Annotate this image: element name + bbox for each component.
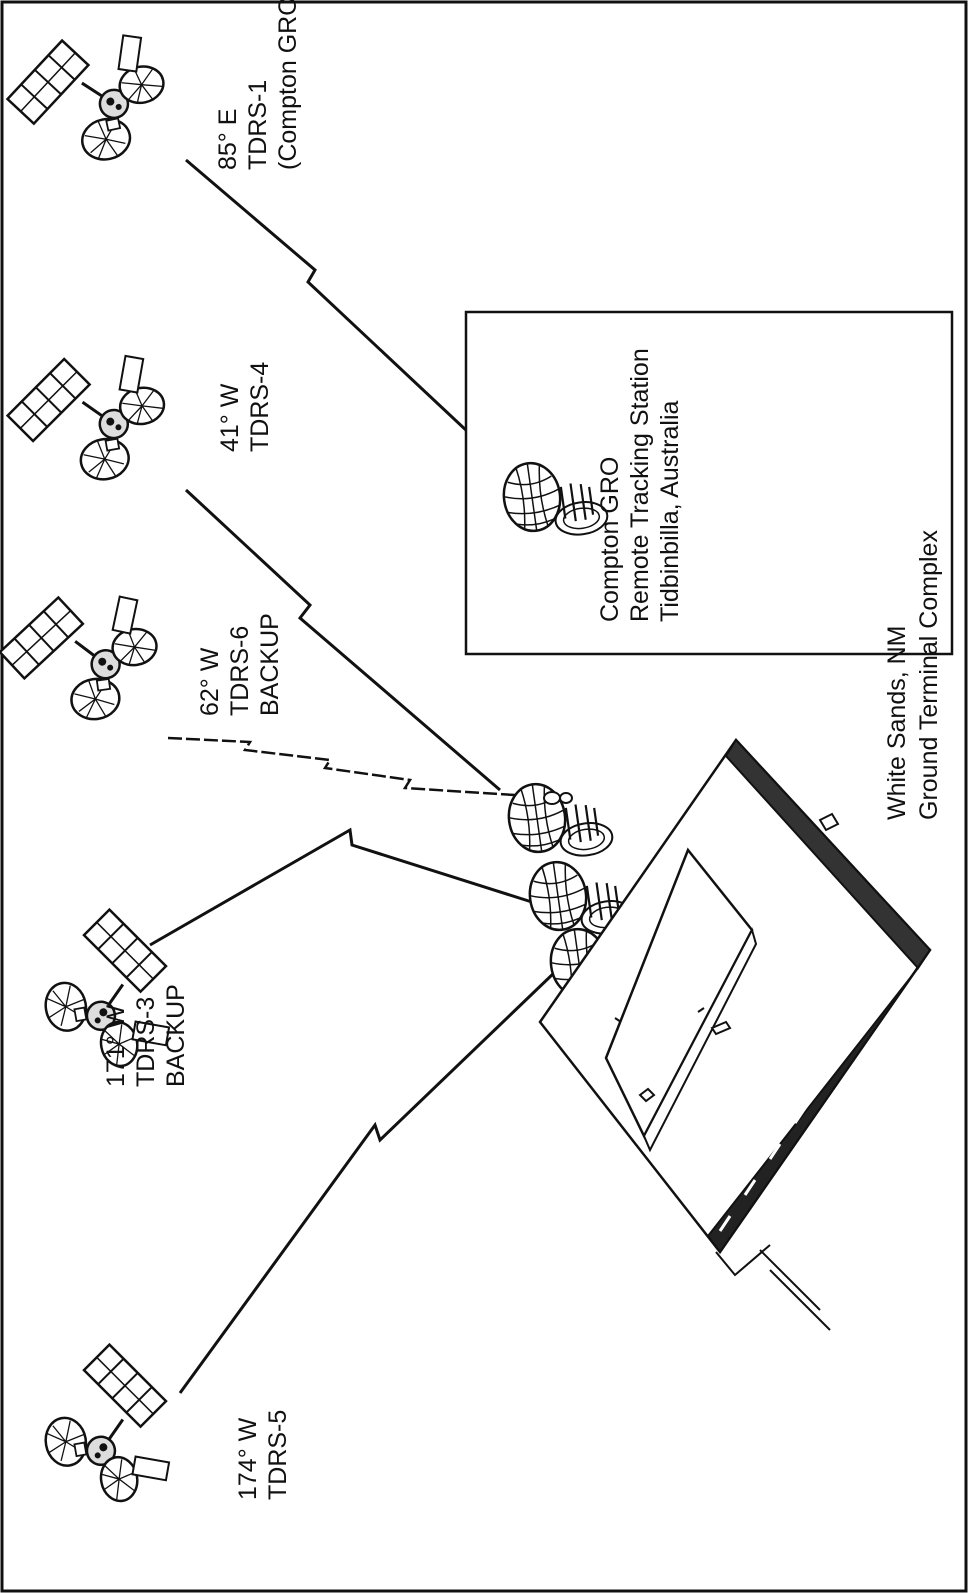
ground-complex-line2: Ground Terminal Complex — [915, 530, 943, 820]
tdrs4-longitude: 41° W — [216, 383, 244, 452]
tdrs5-label: 174° W TDRS-5 — [234, 1410, 292, 1500]
ground-terminal-building-icon — [538, 738, 932, 1331]
tdrs1-label: 85° E TDRS-1 (Compton GRO) — [214, 0, 302, 170]
tdrs4-name: TDRS-4 — [246, 362, 274, 452]
tdrs6-note: BACKUP — [256, 613, 284, 716]
remote-station-line3: Tidbinbilla, Australia — [656, 400, 684, 622]
tdrs3-label: 171° W TDRS-3 BACKUP — [102, 984, 190, 1087]
tdrs6-label: 62° W TDRS-6 BACKUP — [196, 613, 284, 716]
remote-station-label: Compton GRO Remote Tracking Station Tidb… — [596, 348, 684, 622]
small-dish-icon — [543, 791, 573, 805]
tdrs5-satellite-icon — [29, 1335, 184, 1514]
white-sands-dish-1-icon — [503, 773, 616, 867]
tdrs5-longitude: 174° W — [234, 1417, 262, 1500]
link-tdrs5-to-white-sands — [178, 970, 557, 1394]
tdrs4-label: 41° W TDRS-4 — [216, 362, 274, 452]
tdrs3-name: TDRS-3 — [132, 997, 160, 1087]
tdrs5-name: TDRS-5 — [264, 1410, 292, 1500]
remote-station-line2: Remote Tracking Station — [626, 348, 654, 622]
tdrs1-longitude: 85° E — [214, 109, 242, 170]
tdrs6-satellite-icon — [0, 583, 168, 733]
ground-complex-line1: White Sands, NM — [883, 625, 911, 820]
link-tdrs3-to-white-sands — [149, 827, 536, 947]
ground-complex-label: White Sands, NM Ground Terminal Complex — [883, 530, 943, 820]
tdrs1-satellite-icon — [0, 20, 179, 179]
link-tdrs4-to-white-sands — [184, 488, 501, 792]
tdrs6-name: TDRS-6 — [226, 626, 254, 716]
tdrs6-longitude: 62° W — [196, 647, 224, 716]
link-tdrs6-to-white-sands — [167, 736, 531, 798]
tdrs1-note: (Compton GRO) — [274, 0, 302, 170]
tdrs4-satellite-icon — [0, 341, 177, 496]
remote-station-line1: Compton GRO — [596, 457, 624, 622]
tdrs3-note: BACKUP — [162, 984, 190, 1087]
link-tdrs1-to-tidbinbilla — [185, 158, 502, 464]
tdrs3-longitude: 171° W — [102, 1004, 130, 1087]
tdrs1-name: TDRS-1 — [244, 80, 272, 170]
